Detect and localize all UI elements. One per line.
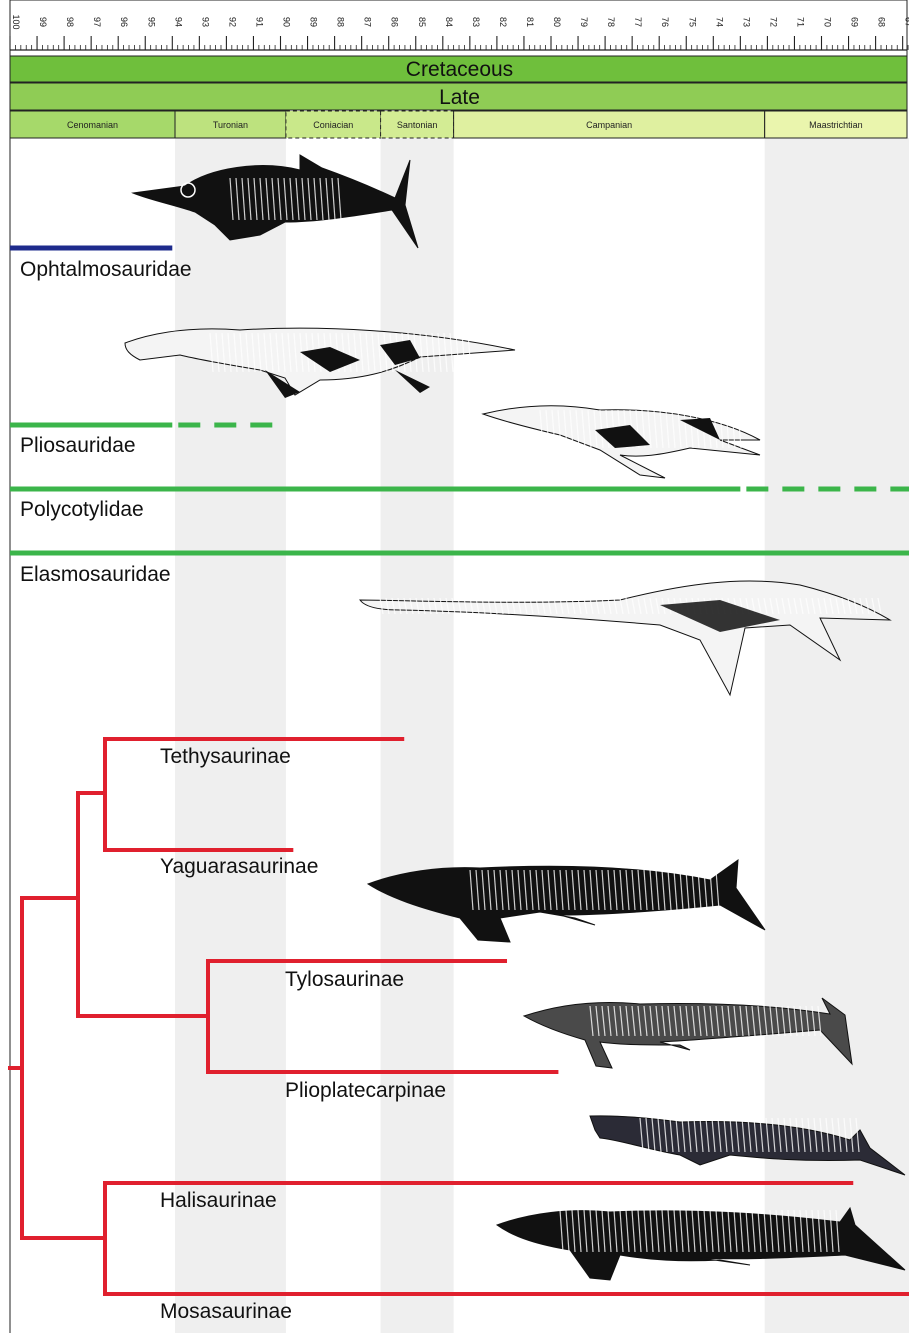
- ruler-tick-label: 94: [173, 17, 183, 27]
- ruler-tick-label: 81: [525, 17, 535, 27]
- stage-label-coniacian: Coniacian: [313, 120, 353, 130]
- stage-band-turonian: [175, 138, 286, 1333]
- ruler-tick-label: 72: [768, 17, 778, 27]
- stage-band-santonian: [381, 138, 454, 1333]
- ruler-tick-label: 80: [552, 17, 562, 27]
- ruler-tick-label: 86: [390, 17, 400, 27]
- period-label: Cretaceous: [406, 58, 513, 81]
- ruler-tick-label: 92: [227, 17, 237, 27]
- ruler-tick-label: 95: [146, 17, 156, 27]
- ruler-tick-label: 93: [200, 17, 210, 27]
- ruler-tick-label: 87: [363, 17, 373, 27]
- ruler-tick-label: 76: [660, 17, 670, 27]
- ruler-tick-label: 69: [850, 17, 860, 27]
- stage-label-santonian: Santonian: [397, 120, 438, 130]
- ruler-tick-label: 96: [119, 17, 129, 27]
- ruler-tick-label: 90: [282, 17, 292, 27]
- ruler-tick-label: 75: [687, 17, 697, 27]
- ruler-tick-label: 98: [65, 17, 75, 27]
- ruler-tick-label: 84: [444, 17, 454, 27]
- stage-label-maastrichtian: Maastrichtian: [809, 120, 863, 130]
- stage-label-turonian: Turonian: [213, 120, 248, 130]
- ruler-tick-label: 78: [606, 17, 616, 27]
- ruler-tick-label: 82: [498, 17, 508, 27]
- ruler-tick-label: 97: [92, 17, 102, 27]
- ruler-tick-label: 89: [309, 17, 319, 27]
- label-tylosaurinae: Tylosaurinae: [285, 968, 404, 992]
- label-elasmosauridae: Elasmosauridae: [20, 563, 171, 587]
- stage-label-campanian: Campanian: [586, 120, 632, 130]
- label-polycotylidae: Polycotylidae: [20, 498, 144, 522]
- ruler-tick-label: 70: [823, 17, 833, 27]
- ruler-tick-label: 77: [633, 17, 643, 27]
- ruler-tick-label: 79: [579, 17, 589, 27]
- ruler-tick-label: 71: [795, 17, 805, 27]
- ruler-tick-label: 91: [254, 17, 264, 27]
- label-yaguarasaurinae: Yaguarasaurinae: [160, 855, 318, 879]
- label-mosasaurinae: Mosasaurinae: [160, 1300, 292, 1324]
- label-pliosauridae: Pliosauridae: [20, 434, 136, 458]
- label-plioplatecarpinae: Plioplatecarpinae: [285, 1079, 446, 1103]
- ruler-tick-label: 67: [904, 17, 909, 27]
- label-ophtalmosauridae: Ophtalmosauridae: [20, 258, 192, 282]
- epoch-label: Late: [439, 86, 480, 109]
- ruler-tick-label: 85: [417, 17, 427, 27]
- label-tethysaurinae: Tethysaurinae: [160, 745, 291, 769]
- ruler-tick-label: 100: [11, 14, 21, 29]
- ruler-tick-label: 83: [471, 17, 481, 27]
- stage-label-cenomanian: Cenomanian: [67, 120, 118, 130]
- polycotylid-rib: [738, 410, 741, 448]
- ruler-tick-label: 88: [336, 17, 346, 27]
- ruler-tick-label: 74: [714, 17, 724, 27]
- ruler-tick-label: 73: [741, 17, 751, 27]
- ruler-tick-label: 99: [38, 17, 48, 27]
- label-halisaurinae: Halisaurinae: [160, 1189, 277, 1213]
- ruler-tick-label: 68: [877, 17, 887, 27]
